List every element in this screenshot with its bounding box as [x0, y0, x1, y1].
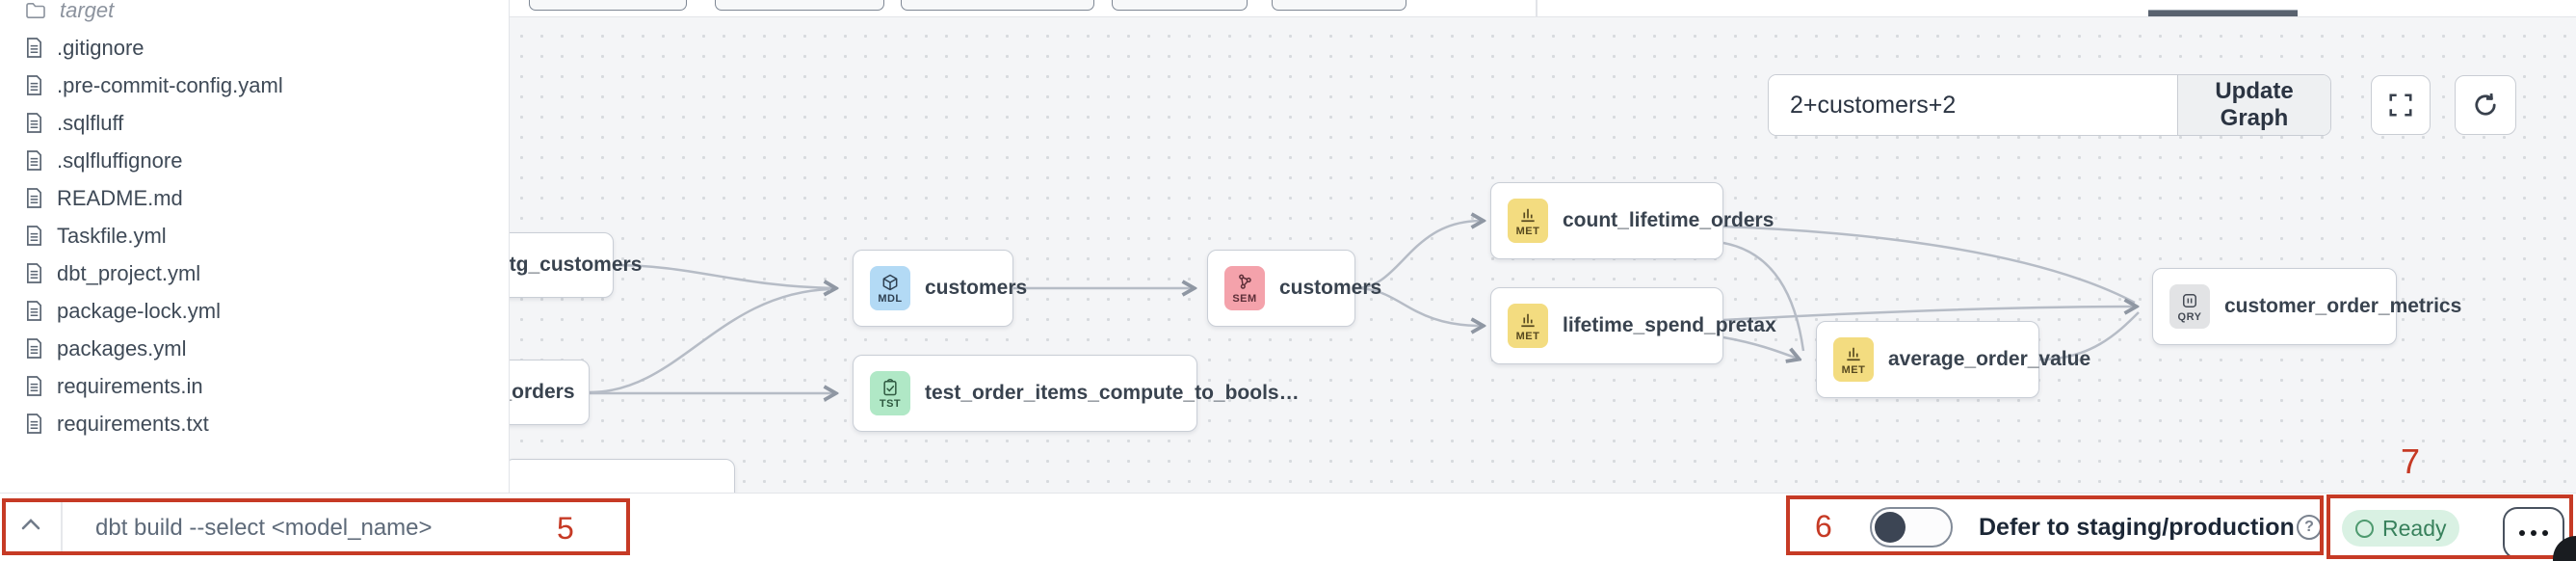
editor-toolbar-strip — [509, 0, 2576, 17]
chevron-up-icon — [21, 519, 40, 530]
folder-icon — [26, 2, 45, 18]
fullscreen-button[interactable] — [2371, 75, 2431, 135]
node-label: stg_customers — [498, 254, 643, 276]
model-badge: MDL — [870, 266, 910, 310]
file-icon — [26, 75, 42, 95]
file-icon — [26, 376, 42, 396]
toolbar-button-partial[interactable] — [529, 0, 687, 11]
file-row[interactable]: .pre-commit-config.yaml — [0, 67, 509, 104]
file-icon — [26, 188, 42, 208]
bar-chart-icon — [1521, 313, 1535, 327]
node-count-lifetime-orders[interactable]: MET count_lifetime_orders — [1490, 182, 1774, 259]
refresh-icon — [2475, 93, 2496, 116]
saved-query-icon — [2183, 293, 2196, 307]
file-row[interactable]: Taskfile.yml — [0, 217, 509, 254]
file-row[interactable]: README.md — [0, 179, 509, 217]
update-graph-button[interactable]: Update Graph — [2177, 75, 2330, 135]
metric-badge: MET — [1508, 304, 1548, 348]
lineage-filter-group: Update Graph — [1768, 74, 2331, 136]
refresh-button[interactable] — [2455, 75, 2516, 135]
command-bar: Defer to staging/production ? Ready — [0, 493, 2576, 561]
command-bar-divider — [61, 501, 63, 553]
defer-toggle[interactable] — [1870, 507, 1953, 548]
file-icon — [26, 414, 42, 434]
node-label: lifetime_spend_pretax — [1563, 314, 1776, 336]
node-average-order-value[interactable]: MET average_order_value — [1816, 321, 2090, 398]
node-customers-semantic[interactable]: SEM customers — [1207, 250, 1381, 327]
bar-chart-icon — [1521, 208, 1535, 222]
file-icon — [26, 263, 42, 283]
semantic-badge: SEM — [1224, 266, 1265, 310]
file-row[interactable]: .gitignore — [0, 29, 509, 67]
toolbar-button-partial[interactable] — [1272, 0, 1406, 11]
node-customers-model[interactable]: MDL customers — [853, 250, 1027, 327]
toolbar-button-partial[interactable] — [1112, 0, 1248, 11]
node-label: customer_order_metrics — [2224, 295, 2462, 317]
active-tab-indicator — [2148, 10, 2298, 16]
file-icon — [26, 226, 42, 246]
toggle-knob — [1875, 512, 1906, 543]
node-label: customers — [925, 277, 1028, 299]
file-icon — [26, 150, 42, 171]
node-lifetime-spend-pretax[interactable]: MET lifetime_spend_pretax — [1490, 287, 1776, 364]
test-badge: TST — [870, 371, 910, 415]
file-row[interactable]: packages.yml — [0, 330, 509, 367]
node-label: count_lifetime_orders — [1563, 209, 1774, 231]
query-badge: QRY — [2169, 284, 2210, 329]
node-customer-order-metrics[interactable]: QRY customer_order_metrics — [2152, 268, 2461, 345]
status-badge[interactable]: Ready — [2342, 510, 2459, 547]
lineage-filter-input[interactable] — [1769, 75, 2177, 135]
node-label: average_order_value — [1888, 348, 2091, 370]
expand-command-bar-button[interactable] — [19, 517, 42, 537]
pane-divider — [1536, 0, 1538, 16]
bar-chart-icon — [1847, 347, 1860, 361]
file-row[interactable]: requirements.in — [0, 367, 509, 405]
file-row-target[interactable]: target — [0, 0, 509, 29]
metric-badge: MET — [1833, 337, 1874, 382]
file-row[interactable]: package-lock.yml — [0, 292, 509, 330]
file-icon — [26, 38, 42, 58]
file-list: target .gitignore .pre-commit-config.yam… — [0, 0, 509, 442]
toolbar-button-partial[interactable] — [901, 0, 1094, 11]
help-icon[interactable]: ? — [2297, 515, 2322, 540]
dbt-command-input[interactable] — [93, 507, 531, 549]
node-label: test_order_items_compute_to_bools… — [925, 382, 1300, 404]
file-explorer-panel: target .gitignore .pre-commit-config.yam… — [0, 0, 510, 494]
file-row[interactable]: requirements.txt — [0, 405, 509, 442]
file-row[interactable]: .sqlfluff — [0, 104, 509, 142]
defer-label: Defer to staging/production — [1979, 513, 2295, 541]
file-row[interactable]: .sqlfluffignore — [0, 142, 509, 179]
node-label: customers — [1279, 277, 1382, 299]
fullscreen-icon — [2389, 94, 2412, 117]
node-test-order-items[interactable]: TST test_order_items_compute_to_bools… — [853, 355, 1300, 432]
file-icon — [26, 301, 42, 321]
metric-badge: MET — [1508, 199, 1548, 243]
semantic-graph-icon — [1239, 274, 1251, 289]
status-ready-icon — [2355, 519, 2374, 538]
toolbar-button-partial[interactable] — [715, 0, 884, 11]
clipboard-check-icon — [883, 378, 897, 395]
cube-icon — [882, 274, 898, 290]
file-row[interactable]: dbt_project.yml — [0, 254, 509, 292]
file-icon — [26, 113, 42, 133]
file-icon — [26, 338, 42, 359]
